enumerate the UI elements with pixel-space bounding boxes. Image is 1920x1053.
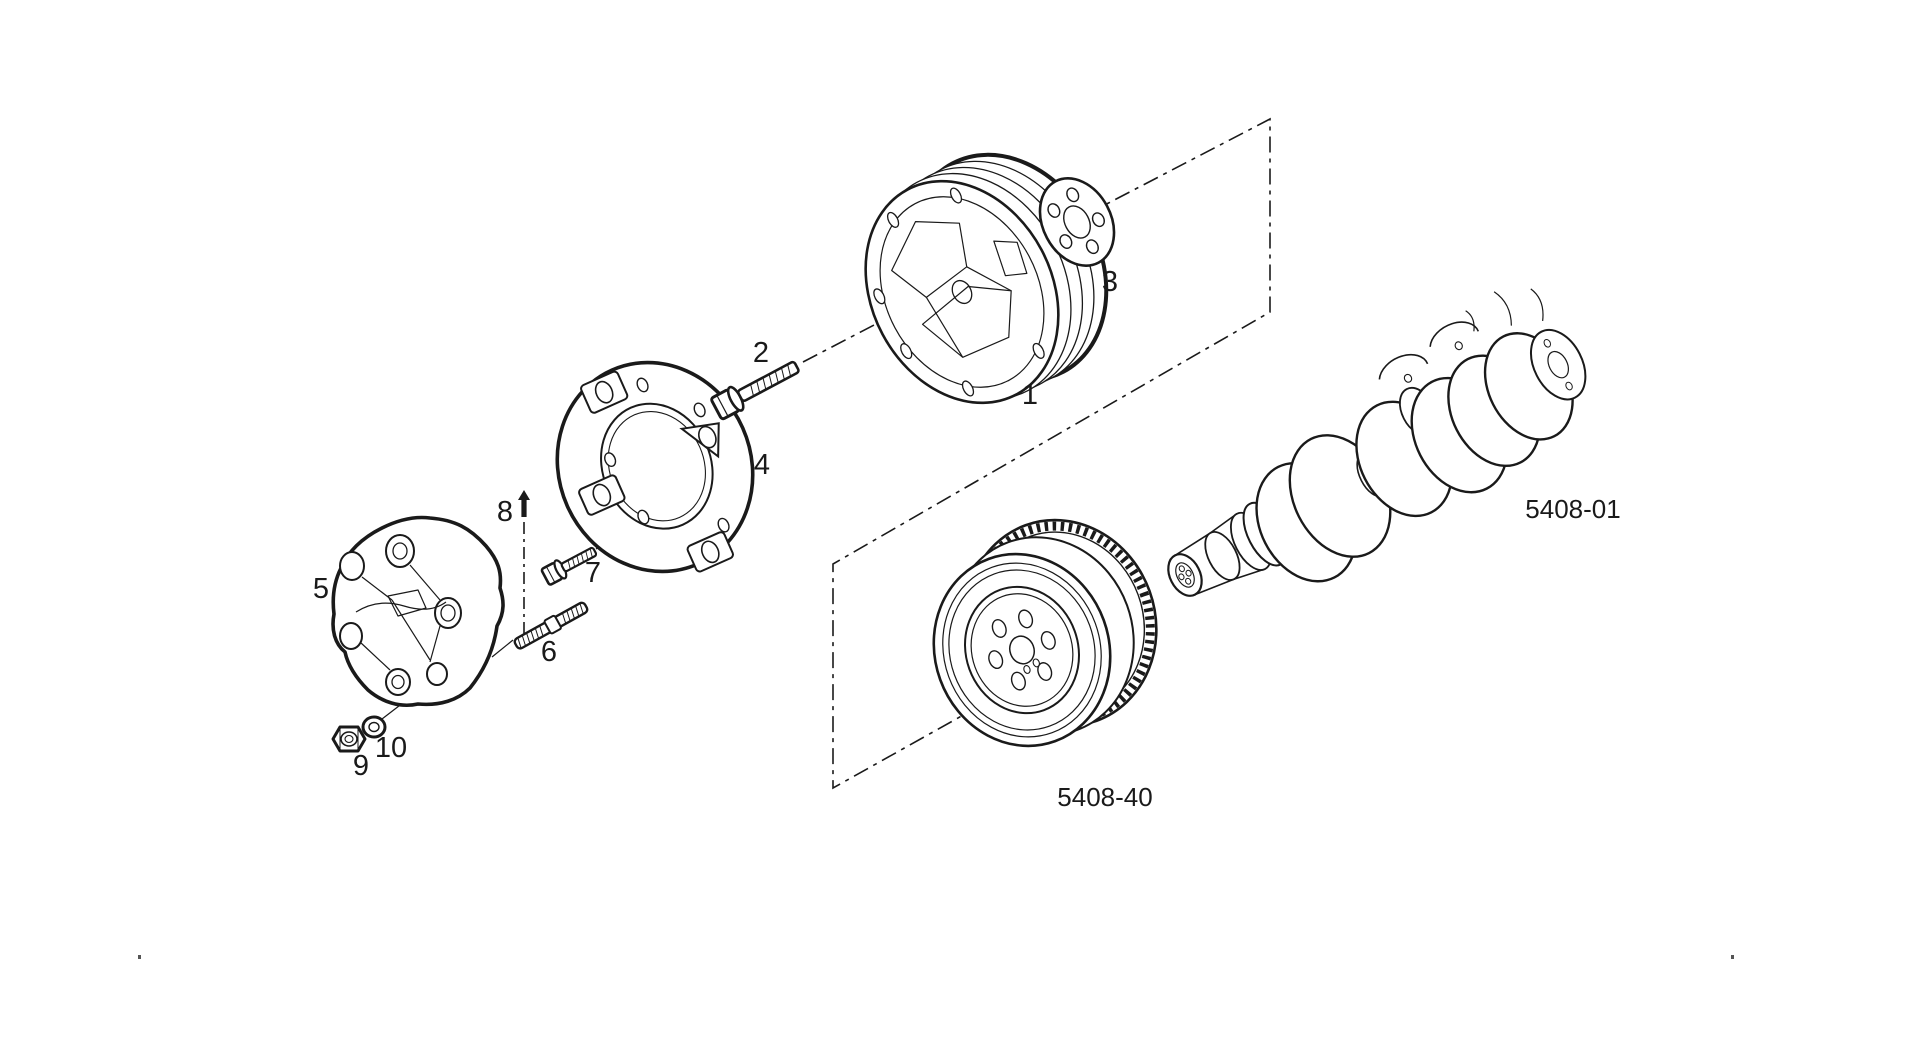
pin-drawing	[518, 490, 530, 517]
reference-5408-40: 5408-40	[1057, 782, 1152, 812]
reference-labels: 5408-40 5408-01	[1057, 494, 1620, 812]
callout-8: 8	[497, 496, 513, 528]
callout-9: 9	[353, 750, 369, 782]
callout-7: 7	[585, 557, 601, 589]
assembly-axis-line	[523, 117, 1271, 790]
bolt-2-drawing	[710, 360, 800, 421]
reference-5408-01: 5408-01	[1525, 494, 1620, 524]
stud-drawing	[513, 601, 589, 650]
callout-1: 1	[1022, 379, 1038, 411]
backing-plate-drawing	[555, 360, 755, 574]
crop-mark-left	[138, 955, 141, 959]
crop-mark-right	[1731, 955, 1734, 959]
callout-6: 6	[541, 636, 557, 668]
callout-3: 3	[1102, 266, 1118, 298]
pulley-assembly-drawing	[864, 152, 1109, 405]
callout-2: 2	[753, 337, 769, 369]
damper-pulley-drawing	[932, 518, 1158, 748]
nut-9-drawing	[331, 725, 367, 753]
callout-labels: 1 2 3 4 5 6 7 8 9 10	[313, 266, 1118, 782]
flange-plate-drawing	[1038, 177, 1116, 267]
crankshaft-drawing	[1167, 288, 1587, 597]
callout-4: 4	[754, 449, 770, 481]
callout-5: 5	[313, 573, 329, 605]
bracket-drawing	[331, 515, 505, 707]
bolt-7-drawing	[540, 546, 598, 586]
nut-10-drawing	[361, 715, 387, 739]
callout-10: 10	[375, 732, 407, 764]
